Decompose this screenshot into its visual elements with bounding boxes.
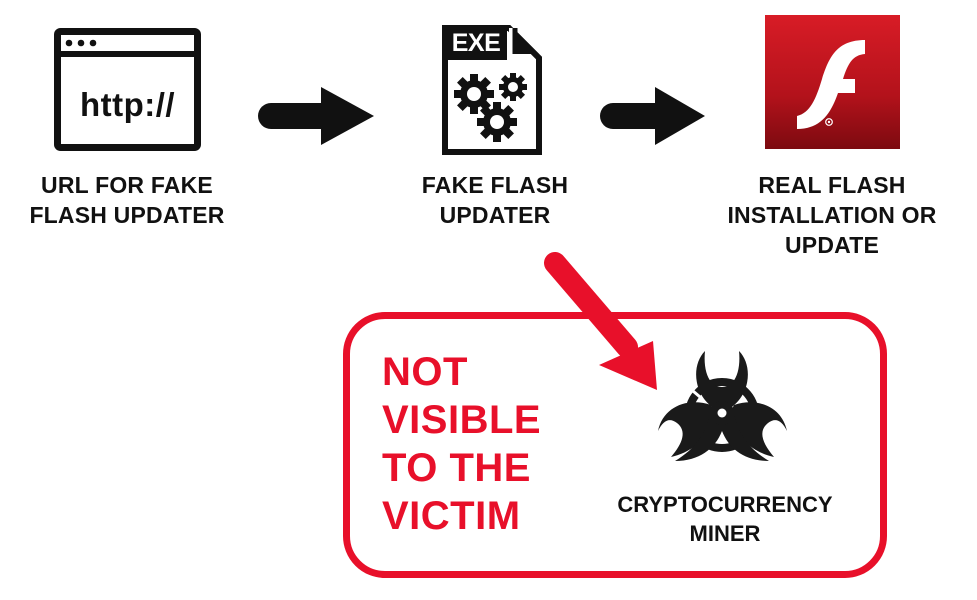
miner-label: CRYPTOCURRENCY MINER: [585, 490, 865, 548]
warning-line: NOT: [382, 350, 468, 394]
warning-line: VISIBLE: [382, 398, 542, 442]
exe-file-gears-icon: [441, 24, 543, 156]
step-label-line: UPDATER: [439, 202, 551, 228]
warning-line: TO THE: [382, 446, 531, 490]
miner-label-line: CRYPTOCURRENCY: [617, 492, 833, 517]
step-label-real-flash: REAL FLASH INSTALLATION OR UPDATE: [712, 170, 952, 260]
adobe-flash-logo-icon: [765, 15, 900, 149]
browser-window-icon: [54, 28, 201, 151]
arrow-right-icon: [599, 85, 707, 147]
step-label-line: FLASH UPDATER: [29, 202, 225, 228]
miner-label-line: MINER: [689, 521, 761, 546]
browser-url-text: http://: [79, 86, 176, 123]
biohazard-icon: [655, 345, 790, 470]
hidden-activity-box: [343, 312, 887, 578]
not-visible-warning: NOT VISIBLE TO THE VICTIM: [382, 348, 541, 540]
step-label-line: INSTALLATION OR: [727, 202, 937, 228]
exe-badge-text: EXE: [451, 29, 501, 57]
arrow-right-icon: [257, 85, 375, 147]
red-arrow-icon: [535, 245, 675, 395]
step-label-url: URL FOR FAKE FLASH UPDATER: [12, 170, 242, 230]
step-label-line: UPDATE: [784, 232, 880, 258]
step-label-line: FAKE FLASH: [421, 172, 569, 198]
step-label-line: URL FOR FAKE: [41, 172, 213, 198]
warning-line: VICTIM: [382, 494, 521, 538]
step-label-fake-updater: FAKE FLASH UPDATER: [380, 170, 610, 230]
step-label-line: REAL FLASH: [758, 172, 906, 198]
